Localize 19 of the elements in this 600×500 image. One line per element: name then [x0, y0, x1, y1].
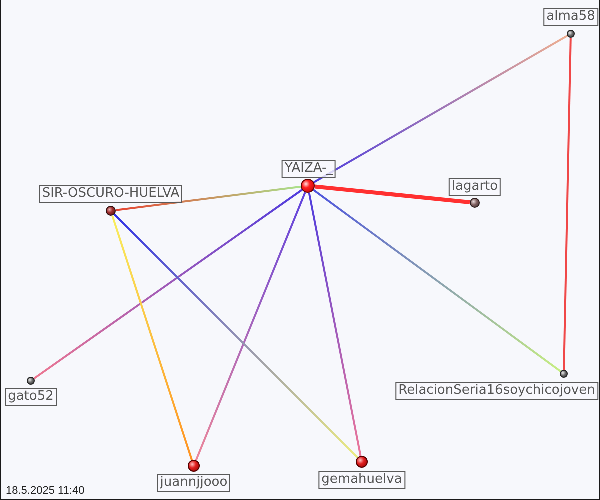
nickname-label: gato52	[5, 388, 57, 406]
connection-line	[314, 184, 470, 204]
connection-line	[116, 186, 302, 212]
connection-line	[308, 192, 362, 456]
nickname-label: RelacionSeria16soychicojoven	[396, 382, 598, 400]
nickname-label: alma58	[544, 8, 598, 26]
connection-line	[112, 215, 194, 461]
connection-line	[34, 189, 303, 380]
nickname-label: lagarto	[448, 178, 502, 196]
nickname-label: gemahuelva	[318, 471, 406, 489]
connection-line	[314, 35, 568, 184]
connection-line	[114, 214, 358, 458]
connection-line	[195, 192, 306, 461]
nickname-label: juannjjooo	[157, 474, 231, 492]
nickname-label: YAIZA-_	[282, 160, 336, 178]
timestamp: 18.5.2025 11:40	[6, 484, 85, 498]
connection-line	[313, 189, 562, 372]
connection-line	[563, 38, 572, 370]
nickname-label: SIR-OSCURO-HUELVA	[39, 185, 183, 203]
